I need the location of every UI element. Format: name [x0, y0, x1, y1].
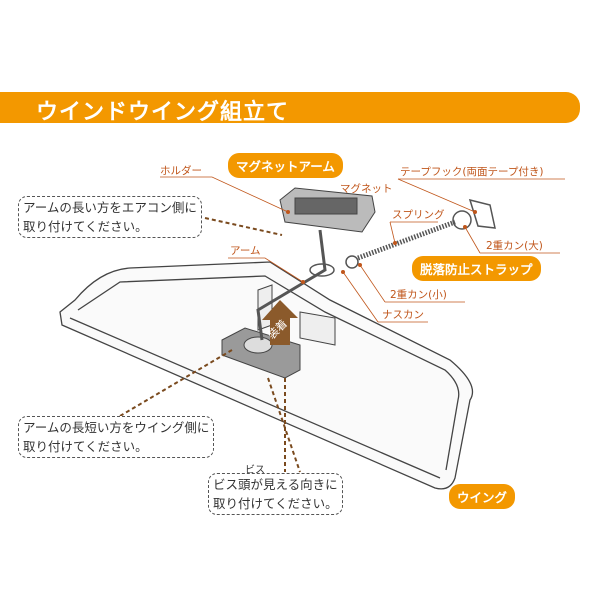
label-wing: ウイング — [449, 484, 516, 509]
callout-line: 取り付けてください。 — [23, 219, 148, 234]
callout-wing-side: アームの長短い方をウイング側に 取り付けてください。 — [18, 416, 215, 458]
title-banner: ウインドウイング組立て — [0, 92, 580, 125]
arm — [256, 229, 327, 341]
attach-arrow-icon — [262, 300, 298, 345]
label-arm: アーム — [230, 245, 261, 257]
callout-line: ビス頭が見える向きに — [213, 477, 338, 492]
label-screw: ビス — [245, 465, 265, 476]
callout-line: アームの長い方をエアコン側に — [23, 200, 197, 215]
callout-line: 取り付けてください。 — [213, 496, 338, 511]
label-tape-hook: テープフック(両面テープ付き) — [400, 166, 544, 178]
label-strap: 脱落防止ストラップ — [412, 256, 541, 281]
label-snap-hook: ナスカン — [382, 309, 424, 321]
wing-part — [59, 261, 474, 490]
label-double-ring-small: 2重カン(小) — [390, 289, 447, 301]
guide-dashes — [119, 217, 301, 473]
page-title: ウインドウイング組立て — [36, 100, 290, 125]
label-spring: スプリング — [392, 209, 445, 221]
magnet-holder — [279, 187, 376, 233]
strap-parts — [309, 198, 496, 277]
leader-lines — [160, 176, 565, 323]
label-magnet-arm: マグネットアーム — [228, 153, 343, 178]
callout-line: アームの長短い方をウイング側に — [23, 420, 210, 435]
label-magnet: マグネット — [340, 183, 393, 195]
label-holder: ホルダー — [160, 165, 202, 177]
callout-aircon-side: アームの長い方をエアコン側に 取り付けてください。 — [18, 196, 202, 238]
callout-screw-head: ビス頭が見える向きに 取り付けてください。 — [208, 473, 343, 515]
label-double-ring-large: 2重カン(大) — [486, 240, 543, 252]
callout-line: 取り付けてください。 — [23, 439, 148, 454]
